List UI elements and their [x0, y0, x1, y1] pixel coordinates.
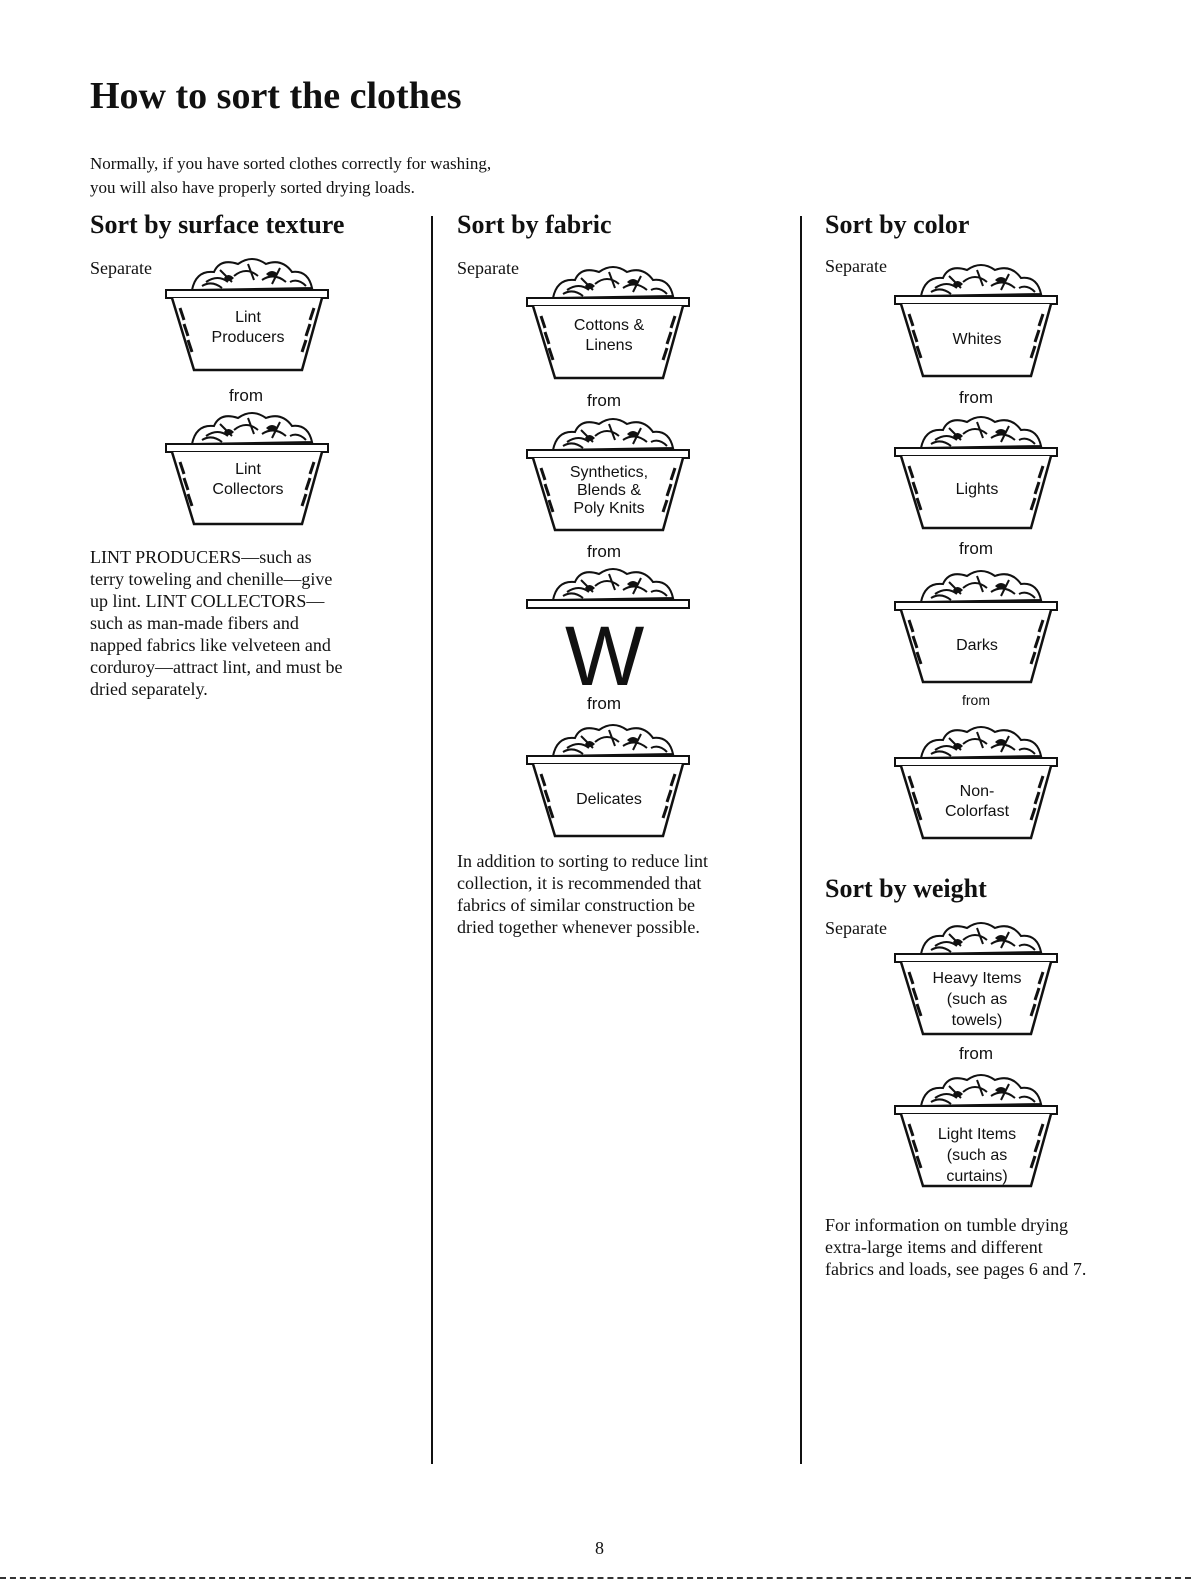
basket-synthetics: Synthetics,Blends &Poly Knits	[523, 412, 693, 536]
separate-label: Separate	[825, 256, 887, 276]
intro-text: Normally, if you have sorted clothes cor…	[90, 152, 650, 200]
column-divider	[431, 216, 433, 1464]
basket-cottons-linens: Cottons &Linens	[523, 260, 693, 384]
basket-label: Delicates	[576, 791, 642, 808]
basket-delicates: Delicates	[523, 718, 693, 842]
basket-darks: Darks	[891, 564, 1061, 688]
page-number: 8	[595, 1538, 604, 1558]
page-title: How to sort the clothes	[90, 75, 462, 117]
basket-label: Lights	[955, 481, 999, 498]
basket-label: Darks	[956, 637, 998, 654]
from-label: from	[587, 694, 621, 713]
bottom-rule	[0, 1577, 1191, 1579]
column-divider	[800, 216, 802, 1464]
from-label: from	[959, 1044, 993, 1063]
basket-lights: Lights	[891, 410, 1061, 534]
color-heading: Sort by color	[825, 210, 970, 239]
fabric-heading: Sort by fabric	[457, 210, 612, 239]
separate-label: Separate	[825, 918, 887, 938]
intro-line: you will also have properly sorted dryin…	[90, 178, 415, 197]
from-label: from	[587, 391, 621, 410]
from-label: from	[229, 386, 263, 405]
basket-w	[523, 562, 693, 632]
separate-label: Separate	[90, 258, 152, 278]
separate-label: Separate	[457, 258, 519, 278]
fabric-description: In addition to sorting to reduce lint co…	[457, 851, 708, 937]
from-label: from	[962, 692, 990, 708]
weight-heading: Sort by weight	[825, 874, 987, 903]
from-label: from	[959, 388, 993, 407]
basket-label: Cottons &Linens	[573, 317, 645, 354]
basket-label: Non-Colorfast	[944, 783, 1010, 820]
from-label: from	[587, 542, 621, 561]
weight-description: For information on tumble drying extra-l…	[825, 1215, 1087, 1279]
color-weight-column: Sort by color Separate Whites from Light…	[825, 210, 1145, 1279]
texture-heading: Sort by surface texture	[90, 210, 345, 239]
basket-non-colorfast: Non-Colorfast	[891, 720, 1061, 844]
basket-label: Synthetics,Blends &Poly Knits	[569, 464, 649, 517]
fabric-column: Sort by fabric Separate Cottons &Linens …	[457, 210, 787, 937]
basket-label-w: W	[565, 609, 645, 703]
texture-description: LINT PRODUCERS—such as terry toweling an…	[90, 547, 343, 699]
basket-whites: Whites	[891, 258, 1061, 382]
basket-label: Whites	[952, 331, 1002, 348]
from-label: from	[959, 539, 993, 558]
intro-line: Normally, if you have sorted clothes cor…	[90, 154, 492, 173]
